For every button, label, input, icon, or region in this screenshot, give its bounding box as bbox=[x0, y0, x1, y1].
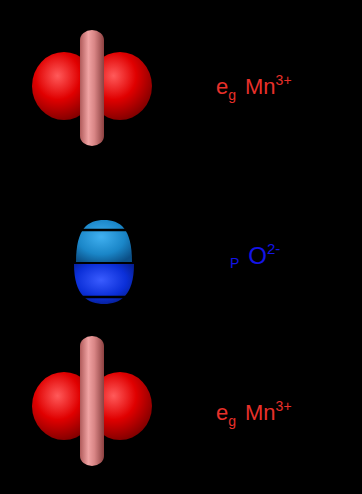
label-text: 3+ bbox=[276, 398, 292, 414]
label-text: Mn bbox=[245, 400, 276, 425]
label-text: Mn bbox=[245, 74, 276, 99]
label-text: g bbox=[228, 413, 236, 429]
label-text: O bbox=[248, 242, 267, 269]
label-text: 2- bbox=[267, 240, 280, 257]
label-text: e bbox=[216, 400, 228, 425]
ion-label: egMn3+ bbox=[216, 402, 292, 424]
spin-arrow bbox=[64, 229, 188, 232]
eg-orbital bbox=[32, 336, 152, 466]
spin-arrow bbox=[46, 349, 172, 352]
ion-label: PO2- bbox=[230, 244, 280, 268]
label-text: P bbox=[230, 255, 239, 271]
spin-arrow bbox=[46, 296, 172, 299]
spin-arrow bbox=[64, 171, 188, 174]
label-text: g bbox=[228, 87, 236, 103]
eg-orbital bbox=[32, 30, 152, 146]
ion-label: egMn3+ bbox=[216, 76, 292, 98]
label-text: 3+ bbox=[276, 72, 292, 88]
p-orbital bbox=[74, 220, 134, 304]
label-text: e bbox=[216, 74, 228, 99]
